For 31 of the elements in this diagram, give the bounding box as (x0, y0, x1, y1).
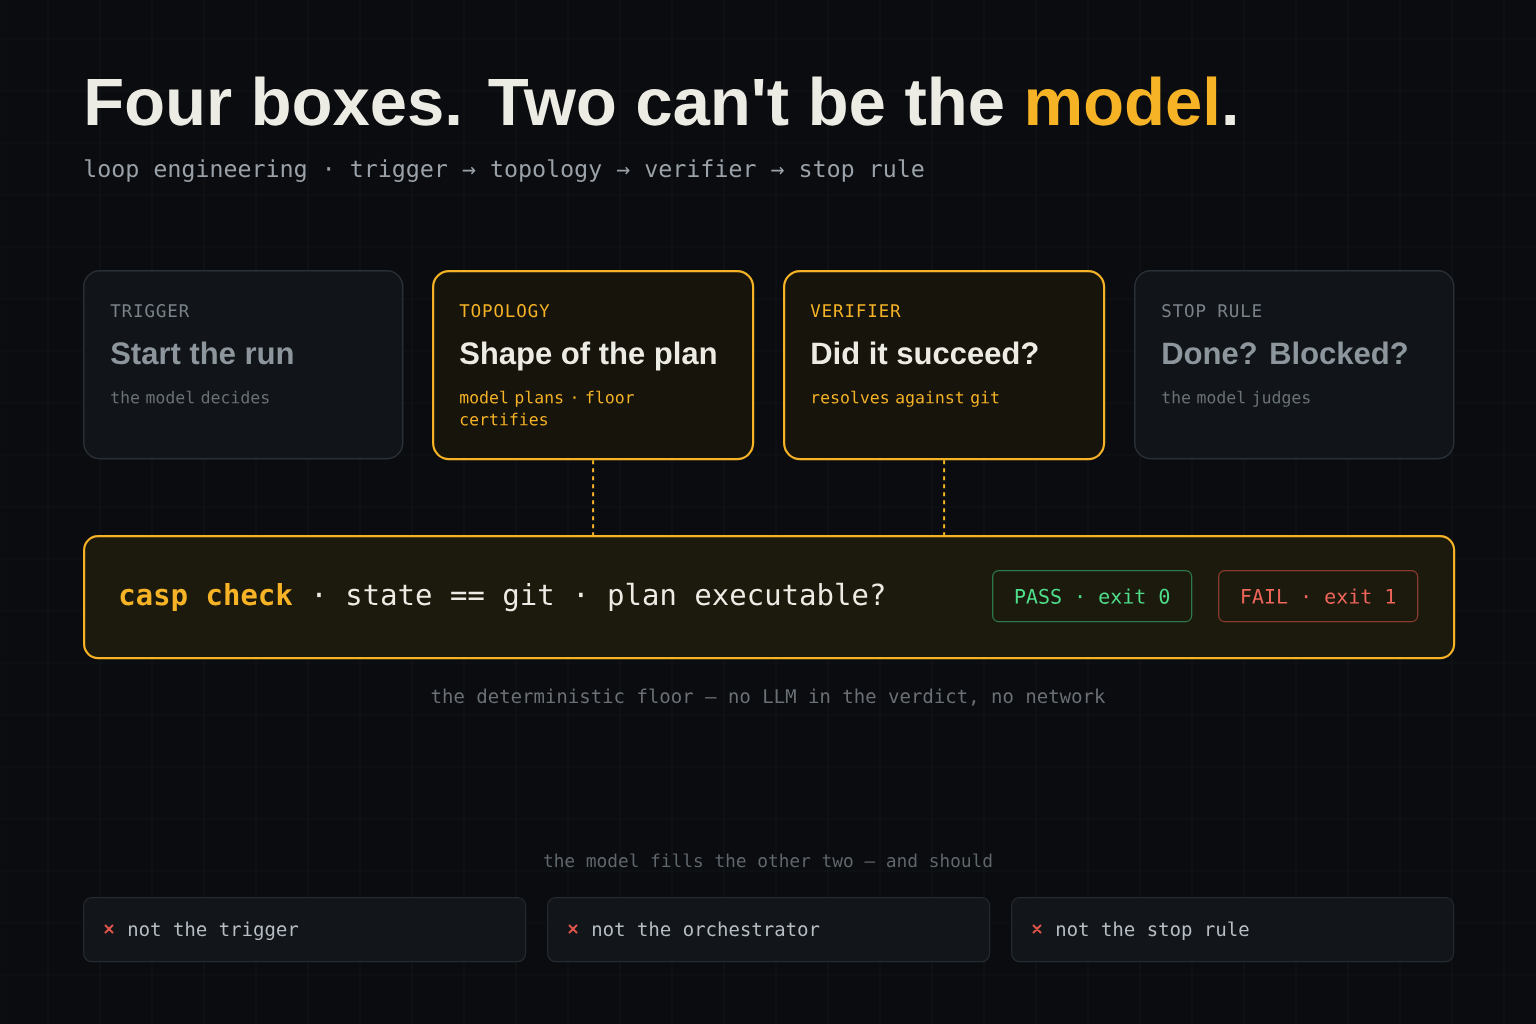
card-label: VERIFIER (810, 304, 901, 317)
status-badge: FAIL · exit 1 (1218, 570, 1419, 623)
card-text: the model decides (111, 390, 269, 404)
status-badge: PASS · exit 0 (992, 570, 1193, 623)
card (432, 270, 755, 461)
card-label: TOPOLOGY (459, 304, 550, 318)
bar-note: the deterministic floor — no LLM in the verdict, no network (431, 688, 1106, 706)
note-text: not the orchestrator (593, 921, 820, 937)
section-label: the model fills the other two — and should (544, 853, 992, 868)
card-title: Did it succeed? (812, 341, 1038, 365)
card-label: STOP RULE (1162, 304, 1262, 318)
note-box (83, 897, 527, 963)
connector (943, 459, 946, 536)
note-text: not the stop rule (1057, 921, 1249, 940)
card-text: the model judges (1162, 390, 1310, 407)
title: Four boxes. Two can't be the model. (87, 76, 1235, 126)
card-label: TRIGGER (110, 304, 190, 318)
card-text: resolves against git (813, 390, 999, 407)
card-title: Shape of the plan (460, 341, 716, 371)
command-text: casp check · state == git · plan executable? (120, 582, 884, 612)
note-text: not the trigger (129, 921, 299, 941)
note-box (1011, 897, 1455, 963)
card-text: model plans · floor certifies (460, 390, 634, 426)
card (1134, 270, 1455, 460)
connector (592, 459, 595, 536)
card (783, 270, 1106, 461)
card-title: Start the run (111, 341, 293, 365)
subtitle: loop engineering · trigger → topology → verifier → stop rule (85, 159, 924, 182)
card-title: Done? Blocked? (1163, 341, 1407, 365)
note-box (547, 897, 991, 963)
card (83, 270, 404, 460)
